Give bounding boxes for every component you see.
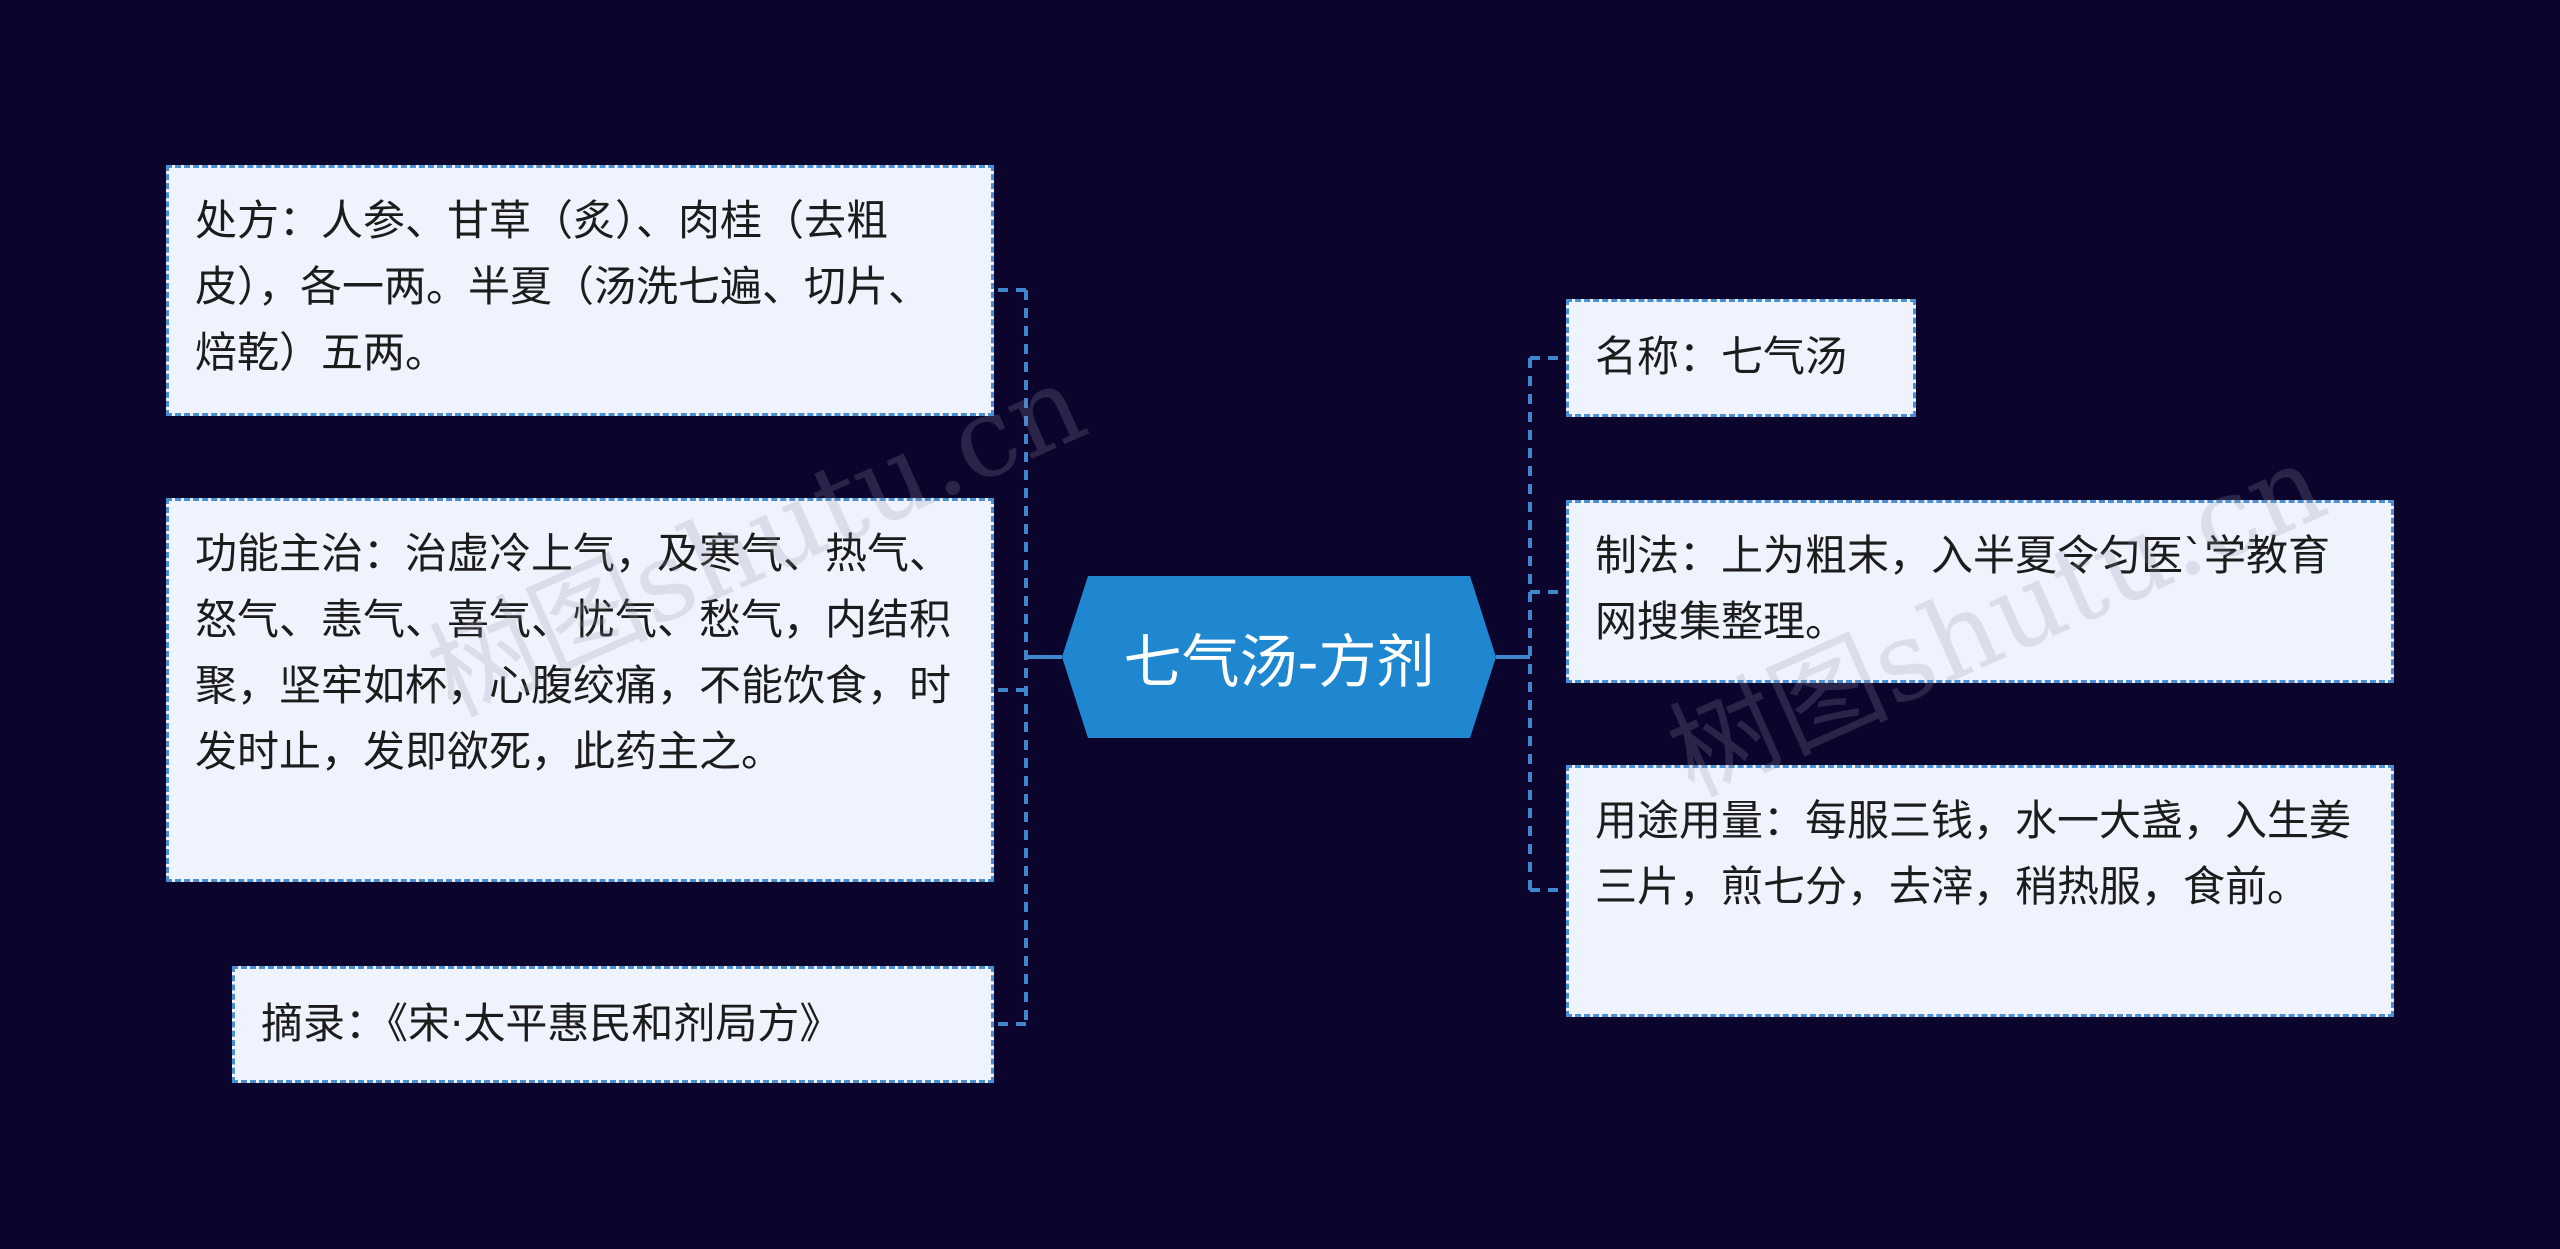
central-topic-shape[interactable]: [1062, 576, 1496, 738]
node-prescription[interactable]: 处方：人参、甘草（炙）、肉桂（去粗皮），各一两。半夏（汤洗七遍、切片、焙乾）五两…: [166, 165, 994, 416]
central-topic-label: 七气汤-方剂: [1123, 628, 1435, 696]
node-name[interactable]: 名称：七气汤: [1566, 299, 1916, 417]
node-preparation[interactable]: 制法：上为粗末，入半夏令匀医`学教育网搜集整理。: [1566, 500, 2394, 683]
node-indications[interactable]: 功能主治：治虚冷上气，及寒气、热气、怒气、恚气、喜气、忧气、愁气，内结积聚，坚牢…: [166, 498, 994, 882]
node-usage[interactable]: 用途用量：每服三钱，水一大盏，入生姜三片，煎七分，去滓，稍热服，食前。: [1566, 765, 2394, 1017]
node-source[interactable]: 摘录：《宋·太平惠民和剂局方》: [232, 966, 994, 1083]
